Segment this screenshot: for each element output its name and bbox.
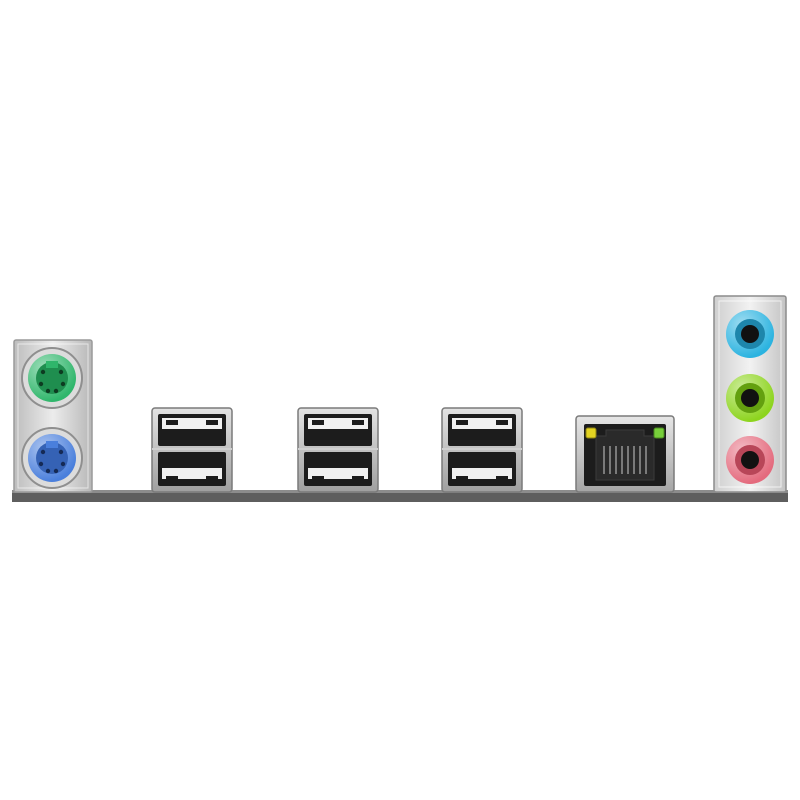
usb-stack-3[interactable]: [441, 407, 523, 493]
line-in-jack[interactable]: [726, 310, 774, 358]
mic-in-jack[interactable]: [726, 436, 774, 484]
base-bar-highlight: [12, 490, 788, 493]
lan-link-led: [653, 427, 665, 439]
usb-stack-1[interactable]: [151, 407, 233, 493]
lan-activity-led: [585, 427, 597, 439]
line-out-jack[interactable]: [726, 374, 774, 422]
usb-stack-2[interactable]: [297, 407, 379, 493]
ps2-mouse-port[interactable]: [21, 347, 83, 409]
lan-port[interactable]: [575, 415, 675, 493]
ps2-keyboard-port[interactable]: [21, 427, 83, 489]
lan-contacts: [603, 446, 647, 474]
